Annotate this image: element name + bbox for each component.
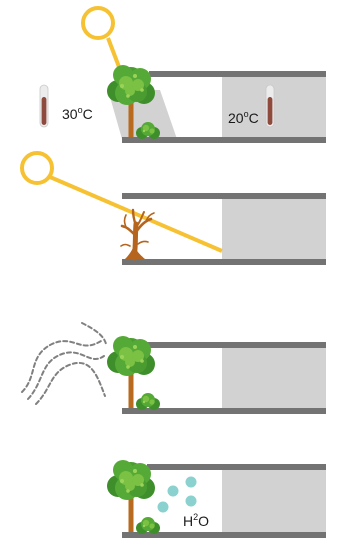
roof [149, 71, 326, 77]
interior-wall [222, 470, 326, 534]
panel-sun-low-bare-tree [22, 153, 326, 265]
bush-icon [136, 393, 160, 410]
indoor-temperature-label: 20oC [228, 109, 259, 126]
roof [147, 464, 326, 470]
water-vapour-label: H2O [183, 512, 209, 529]
bare-tree-roots [125, 246, 145, 259]
bare-tree-icon [121, 210, 154, 258]
panel-sun-high-shade: 30oC 20oC [40, 8, 326, 143]
indoor-thermometer-icon [266, 85, 274, 127]
roof [122, 193, 326, 199]
outdoor-thermometer-icon [40, 85, 48, 127]
wind-lines [22, 323, 106, 404]
outdoor-temperature-label: 30oC [62, 105, 93, 122]
interior-wall [222, 199, 326, 261]
bush-icon [136, 517, 160, 534]
panel-evapotranspiration: H2O [107, 460, 326, 538]
interior-wall [222, 348, 326, 410]
panel-wind-tree [22, 323, 326, 414]
floor [122, 259, 326, 265]
sun-icon [22, 153, 52, 183]
water-droplets [158, 477, 197, 513]
roof [147, 342, 326, 348]
sun-icon [83, 8, 113, 38]
